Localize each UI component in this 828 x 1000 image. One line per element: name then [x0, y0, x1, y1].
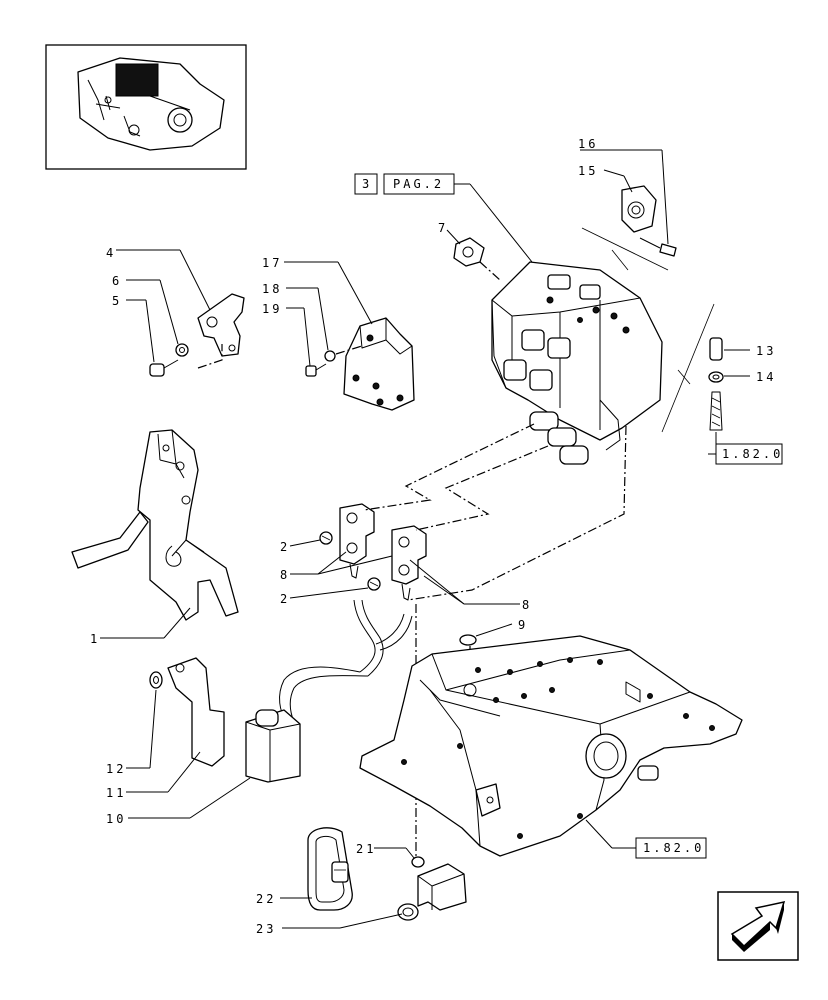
label-part-1: 1 — [90, 632, 100, 646]
label-part-2-lower: 2 — [280, 592, 290, 606]
label-part-19: 19 — [262, 302, 282, 316]
label-part-18: 18 — [262, 282, 282, 296]
label-part-16: 16 — [578, 137, 598, 151]
next-page-arrow-icon[interactable] — [717, 891, 799, 961]
cover-part-22 — [307, 827, 353, 911]
label-part-9: 9 — [518, 618, 528, 632]
label-part-22: 22 — [256, 892, 276, 906]
ref-box-1820-upper[interactable]: 1.82.0 — [715, 443, 783, 465]
label-part-13: 13 — [756, 344, 776, 358]
ref-1820-lower-text: 1.82.0 — [643, 841, 704, 855]
bolt-part-13 — [709, 337, 723, 361]
label-part-11: 11 — [106, 786, 126, 800]
ref-3-text: 3 — [362, 177, 372, 191]
solenoid-valve-right — [391, 525, 427, 601]
label-part-4: 4 — [106, 246, 116, 260]
washer-part-12 — [149, 671, 163, 689]
label-part-23: 23 — [256, 922, 276, 936]
bracket-part-11 — [167, 657, 225, 767]
washer-part-18 — [324, 350, 336, 362]
label-part-15: 15 — [578, 164, 598, 178]
washer-part-6 — [175, 343, 189, 357]
label-part-21: 21 — [356, 842, 376, 856]
washer-part-21 — [411, 856, 425, 868]
label-part-8-right: 8 — [522, 598, 532, 612]
label-part-14: 14 — [756, 370, 776, 384]
bolt-part-19 — [305, 363, 327, 377]
lift-housing — [359, 635, 743, 857]
seal-part-2-lower — [367, 577, 381, 591]
control-valve-assembly — [491, 261, 663, 465]
washer-part-14 — [708, 371, 724, 383]
label-part-5: 5 — [112, 294, 122, 308]
label-part-10: 10 — [106, 812, 126, 826]
label-part-17: 17 — [262, 256, 282, 270]
ref-1820-upper-text: 1.82.0 — [722, 447, 783, 461]
assembly-thumbnail-icon[interactable] — [45, 44, 247, 170]
seal-part-2-upper — [319, 531, 333, 545]
ref-box-1820-lower[interactable]: 1.82.0 — [635, 837, 707, 859]
bracket-part-4 — [197, 293, 245, 357]
o-ring-part-9 — [459, 634, 477, 646]
pedal-bracket-part-1 — [71, 429, 239, 621]
pressure-switch-part-23 — [397, 863, 467, 921]
ref-box-3[interactable]: 3 — [354, 173, 378, 195]
bolt-part-5 — [149, 359, 179, 377]
label-part-2-upper: 2 — [280, 540, 290, 554]
label-part-6: 6 — [112, 274, 122, 288]
bolt-part-16 — [639, 237, 677, 257]
reservoir-part-10 — [245, 709, 301, 783]
label-part-12: 12 — [106, 762, 126, 776]
flange-part-15 — [621, 185, 657, 233]
label-part-7: 7 — [438, 221, 448, 235]
solenoid-valve-left — [339, 503, 375, 579]
bracket-part-17 — [343, 317, 415, 411]
ref-box-pag2[interactable]: PAG.2 — [383, 173, 455, 195]
ref-pag2-text: PAG.2 — [393, 177, 444, 191]
label-part-8-left: 8 — [280, 568, 290, 582]
